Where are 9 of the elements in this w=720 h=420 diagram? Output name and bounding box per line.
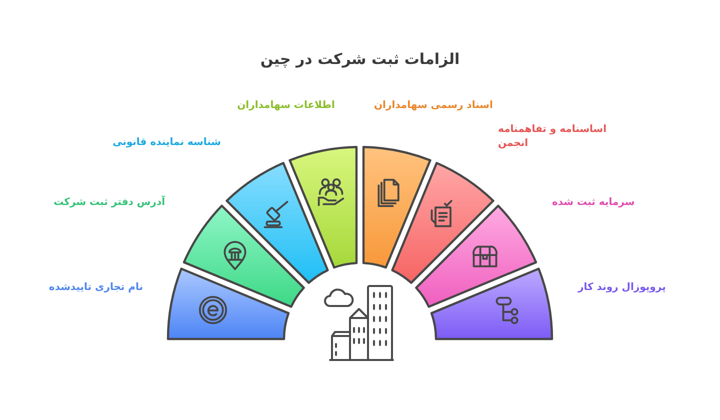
segment-label: سرمایه ثبت شده xyxy=(552,196,635,210)
segment-label: آدرس دفتر ثبت شرکت xyxy=(54,196,165,210)
segment-label: اطلاعات سهامداران xyxy=(237,99,335,113)
segment-label: شناسه نماینده قانونی xyxy=(112,136,221,150)
segment-label: اساسنامه و تفاهمنامه انجمن xyxy=(498,123,608,151)
diagram-title: الزامات ثبت شرکت در چین xyxy=(260,50,460,69)
segment-label: اسناد رسمی سهامداران xyxy=(374,99,493,113)
segment-label: نام تجاری تاییدشده xyxy=(48,281,143,295)
segment-label: پروپوزال روند کار xyxy=(578,281,666,295)
